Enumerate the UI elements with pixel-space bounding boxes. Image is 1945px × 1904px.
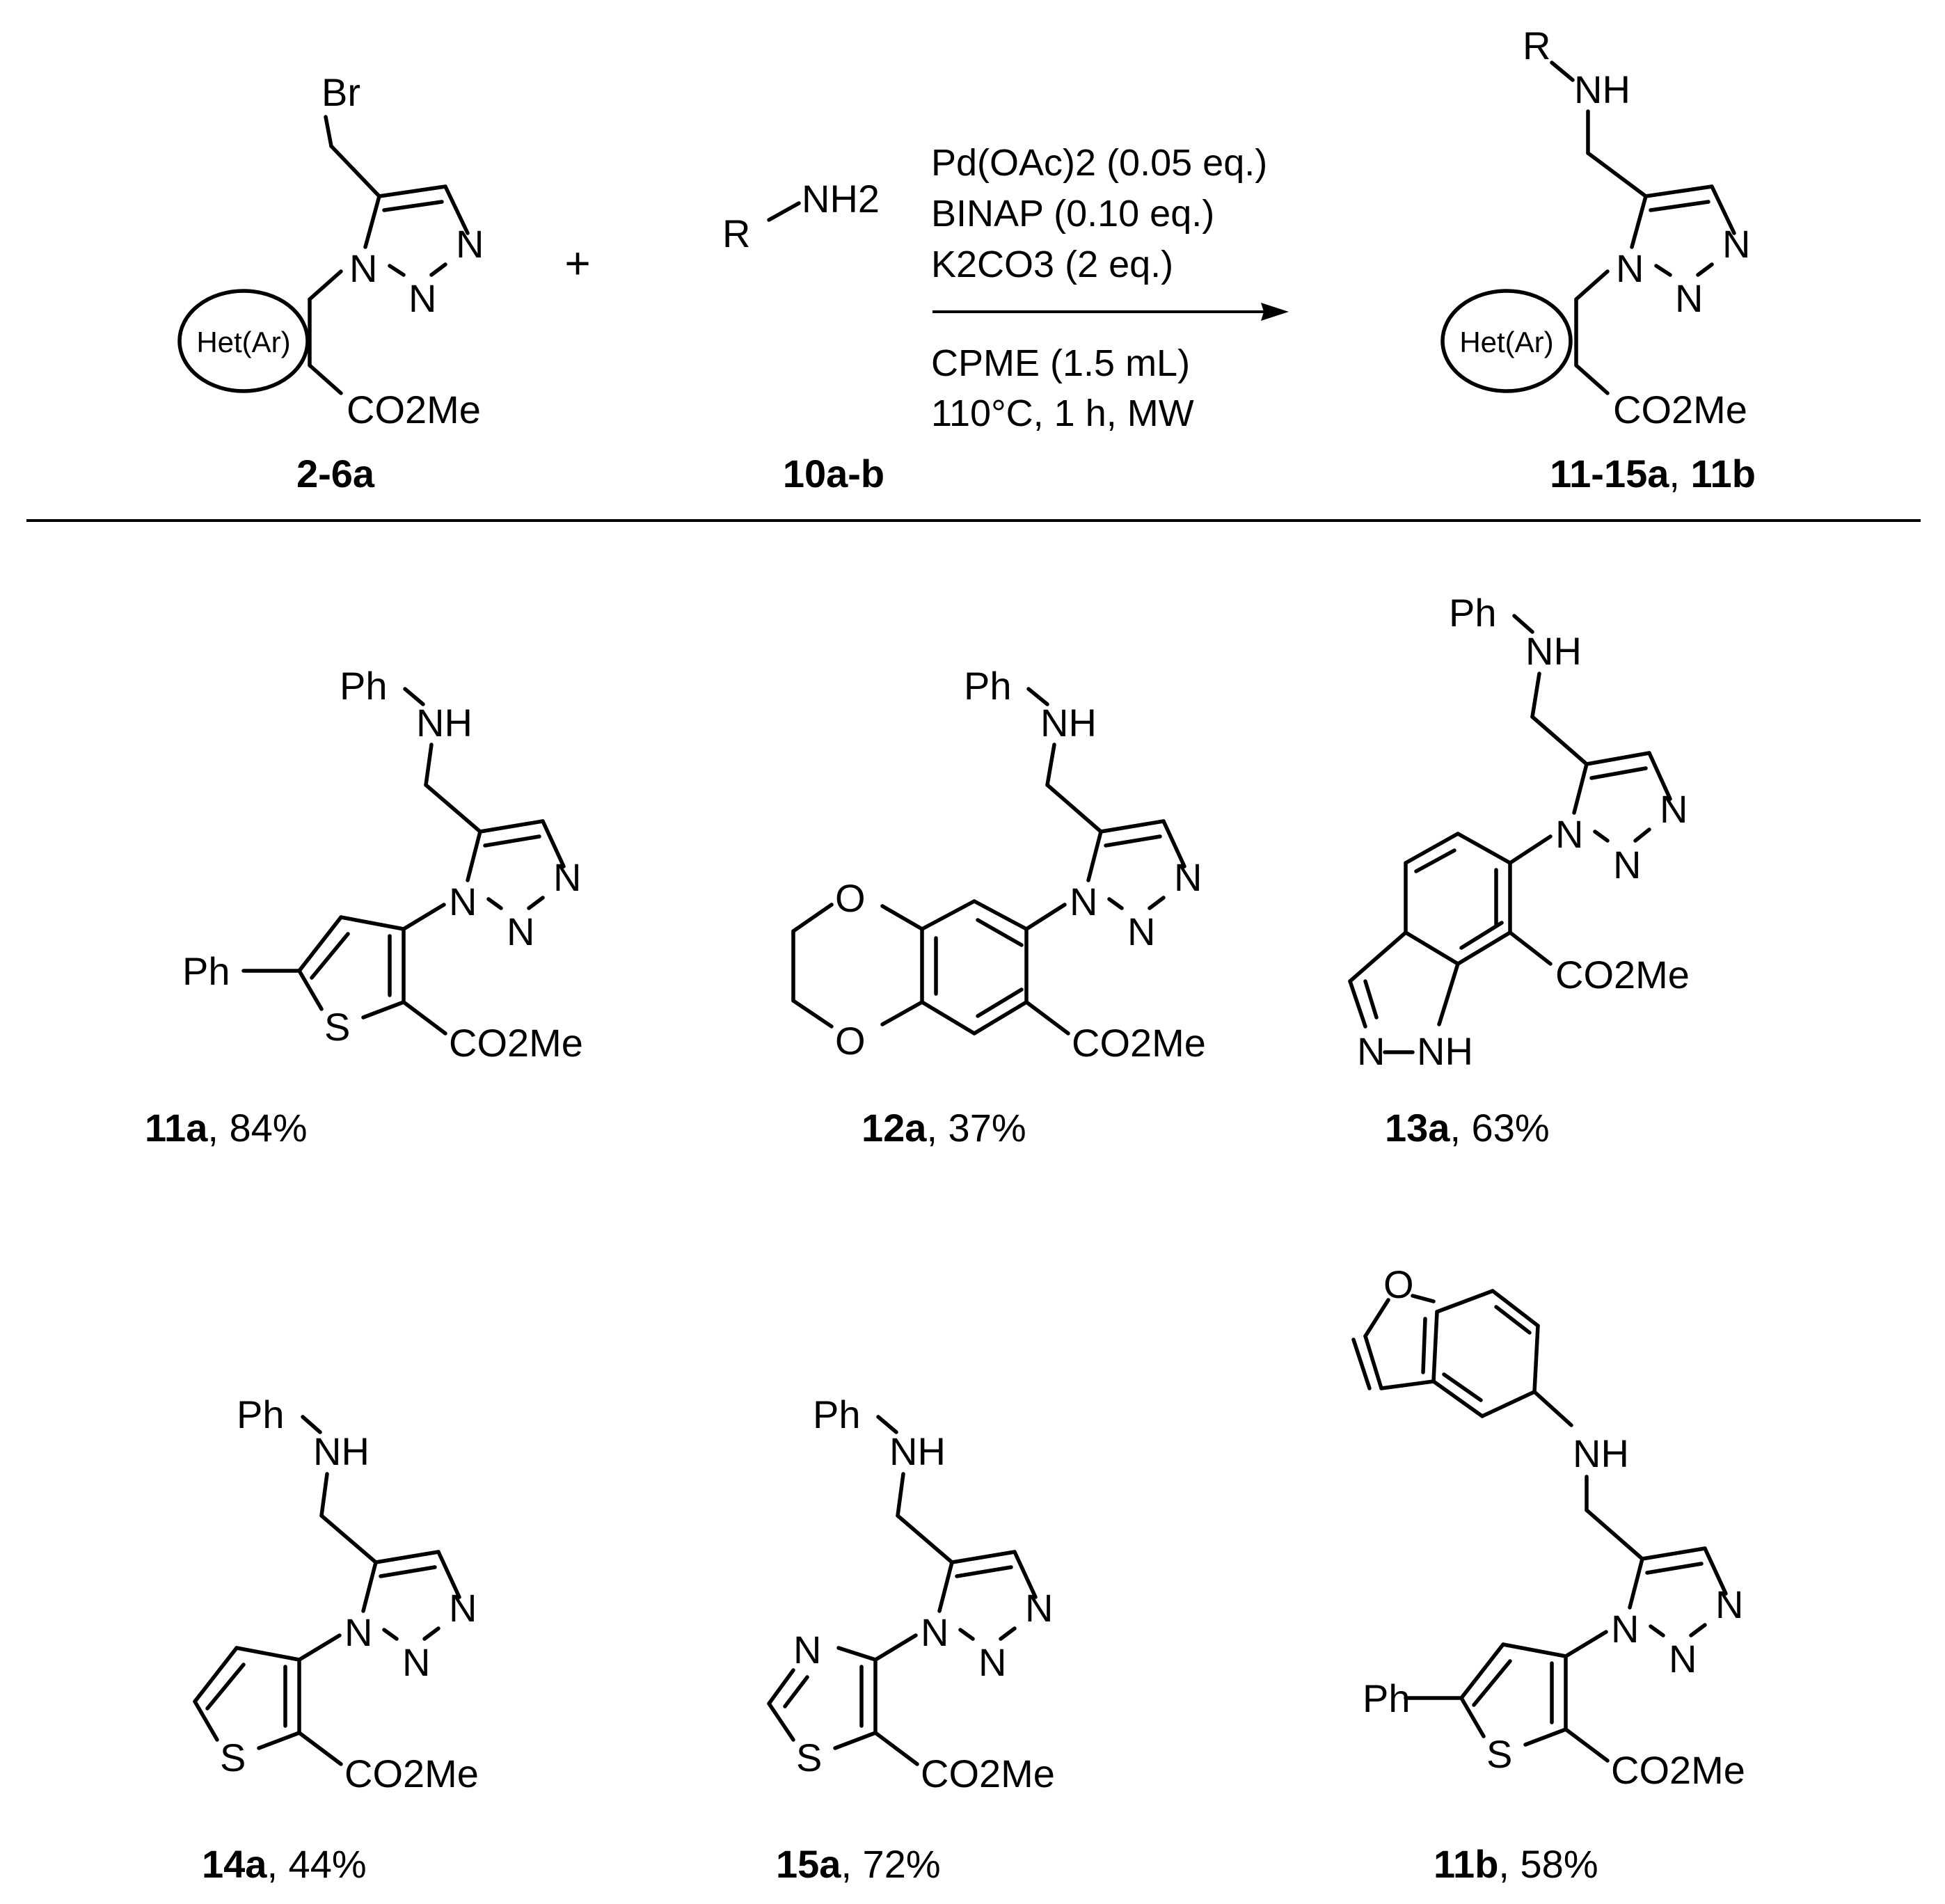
compound-label-15a: 15a, 72%: [776, 1842, 941, 1886]
dioxane-o1-atom: O: [835, 876, 866, 920]
product-ester-group: CO2Me: [1613, 388, 1747, 431]
ester-group: CO2Me: [921, 1752, 1055, 1795]
nh-group: NH: [1040, 701, 1097, 745]
amine-group: NH2: [802, 177, 880, 221]
triazole-n1-atom: N: [1070, 880, 1097, 923]
phenyl-group: Ph: [340, 664, 388, 708]
nh-group: NH: [889, 1429, 946, 1473]
product-het-ar-label: Het(Ar): [1459, 326, 1553, 358]
compound-label-11b: 11b, 58%: [1434, 1842, 1598, 1886]
compound-14a: Ph NH N N N S CO2Me 14a, 44%: [193, 1393, 479, 1886]
triazole-n1-atom: N: [344, 1610, 372, 1654]
compound-11a: Ph NH N N N S Ph CO2Me 11a, 84%: [145, 664, 583, 1150]
compound-11b: O NH N N N S Ph: [1351, 1262, 1745, 1886]
triazole-n1-atom: N: [449, 880, 477, 923]
nh-group: NH: [1573, 1431, 1629, 1475]
thiophene-s-atom: S: [1486, 1732, 1512, 1776]
triazole-n2-atom: N: [1669, 1637, 1697, 1681]
condition-base: K2CO3 (2 eq.): [931, 244, 1173, 285]
triazole-n2-atom: N: [507, 910, 534, 953]
r-group: R: [722, 212, 750, 255]
thiazole-s-atom: S: [796, 1736, 822, 1779]
phenyl-group: Ph: [1363, 1676, 1411, 1720]
thiazole-n-atom: N: [793, 1628, 821, 1672]
condition-temperature: 110°C, 1 h, MW: [931, 392, 1194, 434]
triazole-n2-atom: N: [1127, 910, 1155, 953]
triazole-n1-atom: N: [921, 1610, 948, 1654]
phenyl-group: Ph: [1449, 591, 1497, 635]
condition-catalyst: Pd(OAc)2 (0.05 eq.): [931, 142, 1267, 184]
indazole-n-atom: N: [1357, 1029, 1385, 1073]
ester-group: CO2Me: [1072, 1021, 1206, 1065]
reactant-10a-b: R NH2 10a-b: [722, 177, 884, 495]
reaction-conditions: Pd(OAc)2 (0.05 eq.) BINAP (0.10 eq.) K2C…: [931, 142, 1289, 434]
condition-ligand: BINAP (0.10 eq.): [931, 193, 1214, 235]
het-ar-label: Het(Ar): [196, 326, 290, 358]
triazole-n1-atom: N: [1555, 812, 1583, 856]
compound-label-14a: 14a, 44%: [202, 1842, 367, 1886]
triazole-n1-atom: N: [1611, 1607, 1639, 1651]
phenyl-group: Ph: [182, 949, 230, 993]
triazole-n3-atom: N: [1174, 855, 1202, 899]
reactant-2-6a: Br N N N Het(Ar) CO2Me 2-6a: [177, 70, 484, 495]
triazole-n2-atom: N: [408, 276, 436, 320]
product-nh-group: NH: [1574, 68, 1630, 111]
compound-12a: Ph NH N N N O O CO2Me 12a, 37%: [791, 664, 1206, 1150]
indazole-nh-group: NH: [1417, 1029, 1473, 1073]
compound-label-13a: 13a, 63%: [1385, 1106, 1550, 1150]
ester-group: CO2Me: [1555, 953, 1690, 997]
nh-group: NH: [1525, 629, 1582, 673]
triazole-n1-atom: N: [349, 246, 377, 290]
triazole-n2-atom: N: [978, 1640, 1006, 1684]
compound-id-10a-b: 10a-b: [783, 452, 884, 495]
triazole-n3-atom: N: [553, 855, 581, 899]
thiophene-s-atom: S: [324, 1005, 350, 1049]
dioxane-o2-atom: O: [835, 1019, 866, 1063]
compound-13a: Ph NH N N N CO2Me N NH 13a, 63%: [1348, 591, 1690, 1150]
ester-group: CO2Me: [347, 388, 481, 431]
plus-sign: +: [564, 238, 590, 288]
nh-group: NH: [416, 701, 473, 745]
product-r-group: R: [1523, 24, 1550, 68]
ester-group: CO2Me: [1611, 1748, 1745, 1792]
compound-id-2-6a: 2-6a: [296, 452, 375, 495]
thiophene-s-atom: S: [220, 1736, 246, 1779]
ester-group: CO2Me: [449, 1021, 583, 1065]
condition-solvent: CPME (1.5 mL): [931, 342, 1190, 384]
triazole-n3-atom: N: [449, 1586, 477, 1630]
phenyl-group: Ph: [964, 664, 1012, 708]
product-triazole-n1: N: [1616, 246, 1644, 290]
product-compound-ids: 11-15a, 11b: [1550, 452, 1756, 495]
triazole-n2-atom: N: [402, 1640, 430, 1684]
triazole-n3-atom: N: [1025, 1586, 1053, 1630]
phenyl-group: Ph: [237, 1393, 285, 1436]
compound-15a: Ph NH N N N N S CO2Me 15a, 72%: [767, 1393, 1055, 1886]
triazole-n2-atom: N: [1613, 843, 1641, 887]
nh-group: NH: [313, 1429, 370, 1473]
ester-group: CO2Me: [344, 1752, 479, 1795]
compound-label-11a: 11a, 84%: [145, 1106, 308, 1150]
reaction-arrowhead: [1261, 303, 1289, 321]
bromine-atom: Br: [321, 70, 360, 114]
product-triazole-n2: N: [1675, 276, 1703, 320]
phenyl-group: Ph: [813, 1393, 861, 1436]
triazole-n3-atom: N: [1660, 787, 1688, 831]
triazole-n3-atom: N: [456, 222, 484, 266]
compound-label-12a: 12a, 37%: [862, 1106, 1026, 1150]
product-generic: R NH N N N Het(Ar) CO2Me 11-15a, 11b: [1440, 24, 1756, 495]
product-triazole-n3: N: [1722, 222, 1750, 266]
triazole-n3-atom: N: [1715, 1582, 1743, 1626]
